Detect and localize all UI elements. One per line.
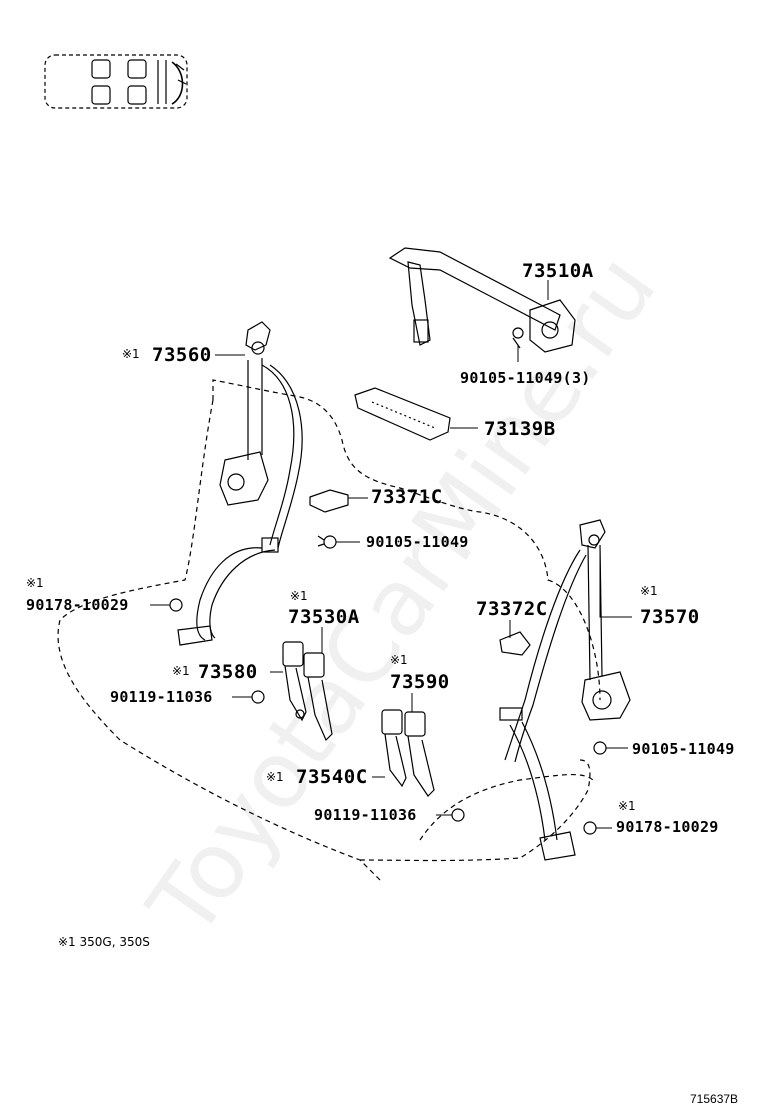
part-label-90105-11049-qty3[interactable]: 90105-11049(3) xyxy=(460,369,591,387)
seat-position-icon xyxy=(44,54,188,109)
part-label-73510A[interactable]: 73510A xyxy=(522,260,594,282)
retractor-73570 xyxy=(499,519,631,861)
footnote: ※1 350G, 350S xyxy=(58,935,150,949)
part-label-73530A[interactable]: 73530A xyxy=(288,606,360,628)
part-label-90119-11036-b[interactable]: 90119-11036 xyxy=(314,806,417,824)
retractor-73560 xyxy=(169,321,303,646)
remark-mark-90178-10029-b: ※1 xyxy=(618,799,636,813)
part-label-90178-10029-a[interactable]: 90178-10029 xyxy=(26,596,129,614)
buckle-73580 xyxy=(282,641,307,722)
remark-mark-90178-10029-a: ※1 xyxy=(26,576,44,590)
remark-mark-73530A: ※1 xyxy=(290,589,308,603)
part-label-73590[interactable]: 73590 xyxy=(390,671,450,693)
remark-mark-73570: ※1 xyxy=(640,584,658,598)
remark-mark-73540C: ※1 xyxy=(266,770,284,784)
cover-73139B xyxy=(354,387,451,441)
part-label-90105-11049-b[interactable]: 90105-11049 xyxy=(632,740,735,758)
bolt-90105-11049-a xyxy=(317,535,337,549)
bolt-90119-11036-a xyxy=(251,690,265,704)
part-label-90119-11036-a[interactable]: 90119-11036 xyxy=(110,688,213,706)
anchor-bar-73510A xyxy=(388,247,576,353)
buckle-73530A xyxy=(303,652,333,742)
buckle-73590 xyxy=(404,711,435,797)
leader-lines xyxy=(150,280,632,829)
remark-mark-73560: ※1 xyxy=(122,347,140,361)
guide-73371C xyxy=(309,489,349,513)
buckle-73540C xyxy=(381,709,407,788)
part-label-73560[interactable]: 73560 xyxy=(152,344,212,366)
part-label-90178-10029-b[interactable]: 90178-10029 xyxy=(616,818,719,836)
guide-73372C xyxy=(499,631,531,656)
part-label-73540C[interactable]: 73540C xyxy=(296,766,368,788)
part-label-73139B[interactable]: 73139B xyxy=(484,418,556,440)
part-label-73371C[interactable]: 73371C xyxy=(371,486,443,508)
diagram-reference-number: 715637B xyxy=(690,1092,739,1106)
remark-mark-73590: ※1 xyxy=(390,653,408,667)
part-label-73372C[interactable]: 73372C xyxy=(476,598,548,620)
remark-mark-73580: ※1 xyxy=(172,664,190,678)
part-label-73570[interactable]: 73570 xyxy=(640,606,700,628)
part-label-73580[interactable]: 73580 xyxy=(198,661,258,683)
rear-seat-outline xyxy=(57,379,601,881)
bolt-90119-11036-b xyxy=(451,808,465,822)
part-label-90105-11049-a[interactable]: 90105-11049 xyxy=(366,533,469,551)
